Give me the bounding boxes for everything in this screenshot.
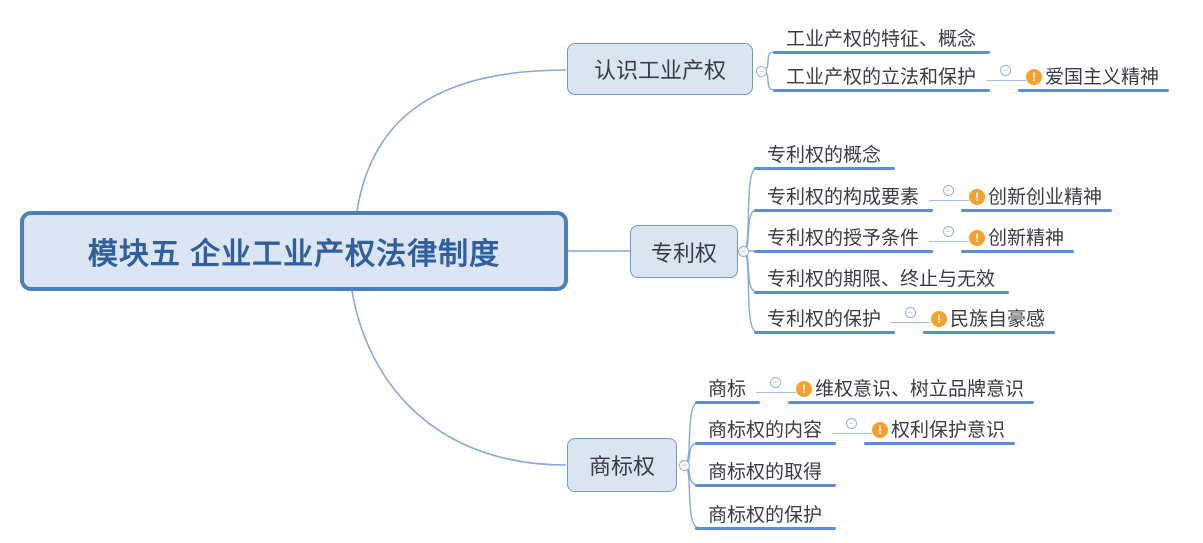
exclamation-icon[interactable]: ! bbox=[872, 421, 889, 438]
note-label: 创新精神 bbox=[988, 228, 1065, 249]
collapse-minus-icon[interactable]: − bbox=[904, 307, 916, 318]
subtopic-underline-node[interactable]: 商标权的取得 bbox=[695, 462, 837, 487]
collapse-minus-icon[interactable]: − bbox=[942, 185, 954, 196]
subtopic-row[interactable]: 专利权的概念 bbox=[754, 145, 896, 170]
note-label: 权利保护意识 bbox=[891, 420, 1006, 441]
note-connector: − bbox=[891, 307, 932, 324]
note-connector: − bbox=[832, 418, 873, 435]
note-connector: − bbox=[756, 377, 797, 394]
subtopic-label: 专利权的授予条件 bbox=[767, 228, 920, 249]
subtopic-label: 商标权的内容 bbox=[708, 420, 823, 441]
collapse-minus-icon[interactable]: − bbox=[845, 418, 857, 429]
note-label: 民族自豪感 bbox=[950, 309, 1046, 330]
subtopic-label: 工业产权的特征、概念 bbox=[786, 29, 977, 50]
note-label: 创新创业精神 bbox=[988, 187, 1103, 208]
branch-topic-trademark-right[interactable]: 商标权 bbox=[567, 438, 677, 492]
subtopic-row[interactable]: 专利权的期限、终止与无效 bbox=[754, 269, 1010, 294]
note-connector: − bbox=[986, 65, 1027, 82]
note-label: 维权意识、树立品牌意识 bbox=[815, 379, 1025, 400]
connector-curve bbox=[351, 290, 567, 466]
connector-curve bbox=[356, 69, 567, 212]
subtopic-row[interactable]: 工业产权的特征、概念 bbox=[773, 29, 991, 54]
note-underline-node[interactable]: !创新精神 bbox=[961, 228, 1075, 253]
note-underline-node[interactable]: !爱国主义精神 bbox=[1018, 67, 1170, 92]
subtopic-underline-node[interactable]: 工业产权的特征、概念 bbox=[773, 29, 991, 54]
note-connector: − bbox=[929, 226, 970, 243]
subtopic-underline-node[interactable]: 专利权的概念 bbox=[754, 145, 896, 170]
exclamation-icon[interactable]: ! bbox=[969, 188, 986, 205]
root-topic[interactable]: 模块五 企业工业产权法律制度 bbox=[20, 211, 568, 291]
note-underline-node[interactable]: !民族自豪感 bbox=[923, 309, 1056, 334]
subtopic-row[interactable]: 专利权的授予条件 −!创新精神 bbox=[754, 226, 1075, 253]
subtopic-row[interactable]: 商标权的内容 −!权利保护意识 bbox=[695, 418, 1016, 445]
branch-topic-industrial-property[interactable]: 认识工业产权 bbox=[567, 43, 753, 95]
note-underline-node[interactable]: !权利保护意识 bbox=[864, 420, 1016, 445]
subtopic-underline-node[interactable]: 专利权的授予条件 bbox=[754, 228, 934, 253]
subtopic-label: 商标权的取得 bbox=[708, 462, 823, 483]
subtopic-row[interactable]: 专利权的保护 −!民族自豪感 bbox=[754, 307, 1056, 334]
subtopic-underline-node[interactable]: 专利权的期限、终止与无效 bbox=[754, 269, 1010, 294]
subtopic-row[interactable]: 商标权的保护 bbox=[695, 505, 837, 530]
note-label: 爱国主义精神 bbox=[1045, 67, 1160, 88]
subtopic-underline-node[interactable]: 商标权的保护 bbox=[695, 505, 837, 530]
branch-topic-patent-right[interactable]: 专利权 bbox=[630, 225, 738, 278]
subtopic-row[interactable]: 商标权的取得 bbox=[695, 462, 837, 487]
note-underline-node[interactable]: !创新创业精神 bbox=[961, 187, 1113, 212]
subtopic-underline-node[interactable]: 工业产权的立法和保护 bbox=[773, 67, 991, 92]
collapse-minus-icon[interactable]: − bbox=[999, 65, 1011, 76]
collapse-minus-icon[interactable]: − bbox=[756, 66, 767, 77]
subtopic-label: 商标权的保护 bbox=[708, 505, 823, 526]
exclamation-icon[interactable]: ! bbox=[796, 380, 813, 397]
exclamation-icon[interactable]: ! bbox=[969, 229, 986, 246]
exclamation-icon[interactable]: ! bbox=[1026, 68, 1043, 85]
subtopic-underline-node[interactable]: 专利权的构成要素 bbox=[754, 187, 934, 212]
subtopic-label: 商标 bbox=[708, 379, 747, 400]
collapse-minus-icon[interactable]: − bbox=[679, 460, 690, 471]
subtopic-row[interactable]: 商标 −!维权意识、树立品牌意识 bbox=[695, 377, 1035, 404]
collapse-minus-icon[interactable]: − bbox=[738, 246, 749, 257]
subtopic-row[interactable]: 专利权的构成要素 −!创新创业精神 bbox=[754, 185, 1113, 212]
subtopic-underline-node[interactable]: 专利权的保护 bbox=[754, 309, 896, 334]
exclamation-icon[interactable]: ! bbox=[931, 310, 948, 327]
collapse-minus-icon[interactable]: − bbox=[942, 226, 954, 237]
subtopic-row[interactable]: 工业产权的立法和保护 −!爱国主义精神 bbox=[773, 65, 1170, 92]
subtopic-underline-node[interactable]: 商标权的内容 bbox=[695, 420, 837, 445]
note-connector: − bbox=[929, 185, 970, 202]
subtopic-label: 专利权的概念 bbox=[767, 145, 882, 166]
collapse-minus-icon[interactable]: − bbox=[769, 377, 781, 388]
subtopic-underline-node[interactable]: 商标 bbox=[695, 379, 761, 404]
note-underline-node[interactable]: !维权意识、树立品牌意识 bbox=[788, 379, 1035, 404]
subtopic-label: 工业产权的立法和保护 bbox=[786, 67, 977, 88]
subtopic-label: 专利权的构成要素 bbox=[767, 187, 920, 208]
subtopic-label: 专利权的期限、终止与无效 bbox=[767, 269, 996, 290]
subtopic-label: 专利权的保护 bbox=[767, 309, 882, 330]
